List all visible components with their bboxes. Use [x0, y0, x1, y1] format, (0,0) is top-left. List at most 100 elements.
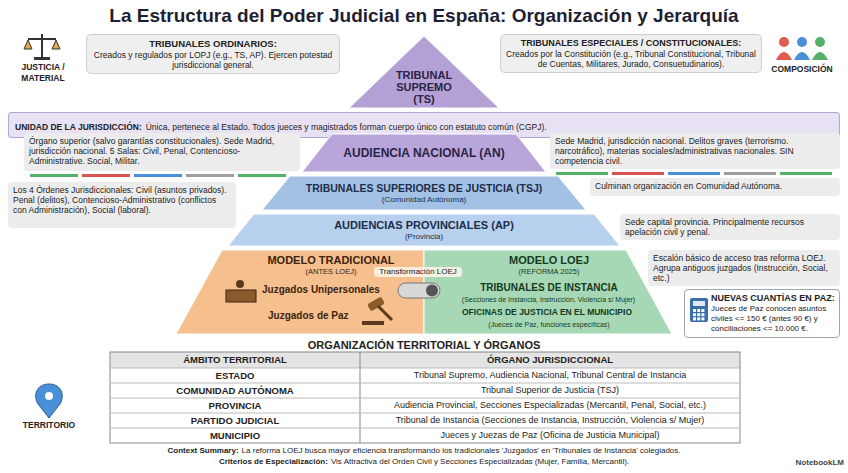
box-text: Creados por la Constitución (e.g., Tribu…	[505, 49, 757, 69]
note-label: NotebookLM	[770, 458, 844, 468]
calculator-icon	[701, 313, 704, 316]
info-box: Sede capital provincia. Principalmente r…	[620, 214, 840, 240]
color-bar	[780, 172, 832, 175]
box-text: Juzgados de Paz	[268, 310, 378, 322]
pyramid-tier: AUDIENCIAS PROVINCIALES (AP)(Provincia)	[228, 214, 620, 246]
gavel-icon	[378, 306, 392, 320]
note-label: ÓRGANO JURISDICCIONAL	[362, 354, 738, 366]
people-symbol	[815, 37, 825, 47]
table-border	[110, 368, 740, 369]
box-text: (Provincia)	[405, 232, 443, 242]
box-text: TRIBUNAL SUPREMO (TS)	[388, 69, 460, 105]
pin-icon	[36, 384, 63, 418]
calculator-icon	[693, 309, 696, 312]
calculator-icon	[693, 301, 705, 306]
box-text: AUDIENCIA NACIONAL (AN)	[343, 146, 504, 161]
calculator-icon	[697, 313, 700, 316]
table-border	[110, 352, 740, 443]
table-cell: Jueces y Juezas de Paz (Oficina de Justi…	[362, 430, 738, 441]
box-text: Órgano superior (salvo garantías constit…	[29, 136, 295, 166]
calculator-icon	[701, 317, 704, 320]
info-box: Culminan organización en Comunidad Autón…	[590, 178, 840, 196]
scales-symbol	[34, 57, 50, 60]
calculator-icon	[697, 317, 700, 320]
color-bar	[134, 174, 182, 177]
box-heading: TRIBUNALES ORDINARIOS:	[91, 38, 335, 50]
scales-symbol	[24, 40, 60, 49]
box-text: Jueces de Paz conocen asuntos civiles <=…	[711, 304, 835, 334]
caption-text: Criterios de Especialización:	[219, 457, 328, 466]
table-header	[110, 352, 740, 368]
box-text: Sede Madrid, jurisdicción nacional. Deli…	[555, 136, 835, 166]
note-label: ÁMBITO TERRITORIAL	[112, 354, 358, 366]
box-text: (Jueces de Paz, funciones específicas)	[444, 320, 654, 329]
note-label: COMPOSICIÓN	[762, 64, 842, 75]
calculator-icon	[690, 298, 708, 322]
pyramid-tier: MODELO LOEJ(REFORMA 2025)TRIBUNALES DE I…	[424, 250, 672, 334]
people-symbol	[812, 52, 828, 60]
color-bar	[30, 174, 78, 177]
table-cell: PARTIDO JUDICIAL	[112, 415, 358, 427]
pyramid-tier: TRIBUNALES SUPERIORES DE JUSTICIA (TSJ)(…	[262, 176, 586, 210]
box-heading: NUEVAS CUANTÍAS EN PAZ:	[711, 293, 835, 304]
diagram-title: La Estructura del Poder Judicial en Espa…	[0, 5, 848, 27]
tier-fill	[424, 250, 672, 334]
info-box: TRIBUNALES ORDINARIOS:Creados y regulado…	[86, 34, 340, 74]
pyramid-tier: MODELO TRADICIONAL(ANTES LOEJ)Juzgados U…	[176, 250, 424, 334]
scales-symbol	[28, 38, 56, 40]
table-border	[110, 428, 740, 429]
table-border	[110, 383, 740, 384]
box-heading: TRIBUNALES ESPECIALES / CONSTITUCIONALES…	[505, 38, 757, 49]
caption-line: Criterios de Especialización:Vis Attract…	[0, 456, 848, 467]
note-label: TERRITORIO	[4, 420, 94, 431]
color-bar	[556, 172, 608, 175]
note-label: ORGANIZACIÓN TERRITORIAL Y ÓRGANOS	[174, 338, 674, 352]
scales-symbol	[41, 34, 43, 58]
pyramid-tier: TRIBUNAL SUPREMO (TS)	[349, 36, 499, 108]
caption-text: La reforma LOEJ busca mayor eficiencia t…	[242, 446, 681, 455]
calculator-icon	[693, 317, 696, 320]
table-cell: MUNICIPIO	[112, 430, 358, 442]
box-text: (Comunidad Autónoma)	[382, 195, 467, 205]
tier-fill	[176, 250, 424, 334]
note-label: Transformación LOEJ	[374, 267, 462, 277]
box-text: (Secciones de Instancia, Instrucción, Vi…	[446, 295, 651, 304]
tier-fill	[302, 134, 546, 172]
calculator-icon	[701, 309, 704, 312]
box-heading: AUDIENCIAS PROVINCIALES (AP)	[334, 219, 514, 232]
box-text: Única, pertenece al Estado. Todos jueces…	[146, 122, 547, 132]
box-text: TRIBUNALES DE INSTANCIA	[454, 282, 644, 294]
box-text: Juzgados Unipersonales	[262, 284, 392, 296]
box-text: Creados y regulados por LOPJ (e.g., TS, …	[91, 50, 335, 70]
info-box: TRIBUNALES ESPECIALES / CONSTITUCIONALES…	[500, 34, 762, 73]
caption-text: Context Summary:	[167, 446, 238, 455]
pin-icon	[45, 392, 53, 400]
box-text: OFICINAS DE JUSTICIA EN EL MUNICIPIO	[438, 307, 656, 317]
table-cell: Audiencia Provincial, Secciones Especial…	[362, 400, 738, 411]
people-symbol	[779, 37, 789, 47]
judge-icon	[236, 280, 244, 288]
color-bar	[668, 172, 720, 175]
people-symbol	[776, 52, 792, 60]
color-bar	[724, 172, 776, 175]
table-cell: ESTADO	[112, 370, 358, 382]
box-heading: UNIDAD DE LA JURISDICCIÓN:	[15, 122, 142, 132]
info-box: Los 4 Órdenes Jurisdiccionales: Civil (a…	[8, 182, 236, 228]
tier-fill	[262, 176, 586, 210]
color-bar	[82, 174, 130, 177]
tier-fill	[349, 36, 499, 108]
table-border	[110, 398, 740, 399]
box-text: Escalón básico de acceso tras reforma LO…	[653, 253, 835, 283]
box-heading: TRIBUNALES SUPERIORES DE JUSTICIA (TSJ)	[306, 182, 542, 195]
table-cell: PROVINCIA	[112, 400, 358, 412]
toggle-switch	[426, 285, 438, 297]
calculator-icon	[693, 313, 696, 316]
info-box: Escalón básico de acceso tras reforma LO…	[648, 250, 840, 286]
table-cell: COMUNIDAD AUTÓNOMA	[112, 385, 358, 397]
tier-fill	[228, 214, 620, 246]
caption-text: Vis Attractiva del Orden Civil y Seccion…	[331, 457, 629, 466]
box-heading: MODELO LOEJ	[474, 254, 624, 267]
pyramid-tier: AUDIENCIA NACIONAL (AN)	[302, 134, 546, 172]
box-heading: MODELO TRADICIONAL	[256, 254, 406, 267]
